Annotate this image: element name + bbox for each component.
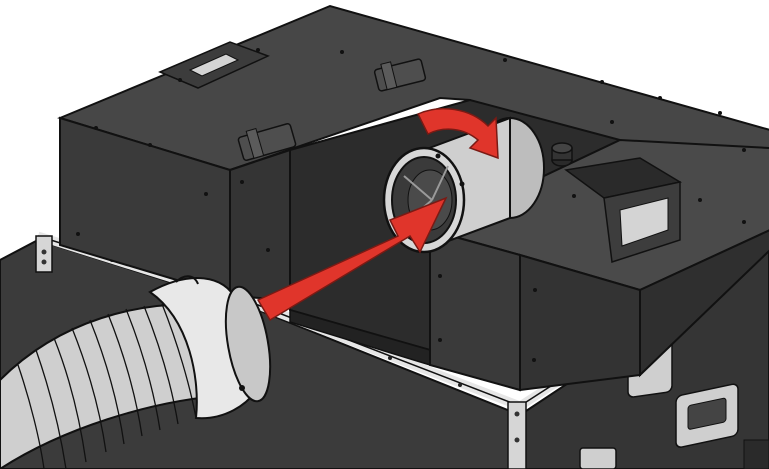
case-vent [743,439,769,469]
curved-arrow-icon [416,107,499,160]
hinge-front [237,122,297,162]
housing-mid-face [229,148,291,302]
housing [57,4,769,392]
case-corner-front [507,401,527,469]
housing-handle-front[interactable] [564,157,683,263]
locking-knob[interactable] [551,142,573,167]
straight-arrow-icon [256,196,448,322]
hinge-top [373,58,427,92]
case-latch-lower[interactable] [579,447,617,469]
right-block-side-face [639,229,769,378]
housing-handle-top[interactable] [158,41,270,89]
case-handle[interactable] [675,383,739,448]
flexible-duct[interactable] [0,275,278,469]
